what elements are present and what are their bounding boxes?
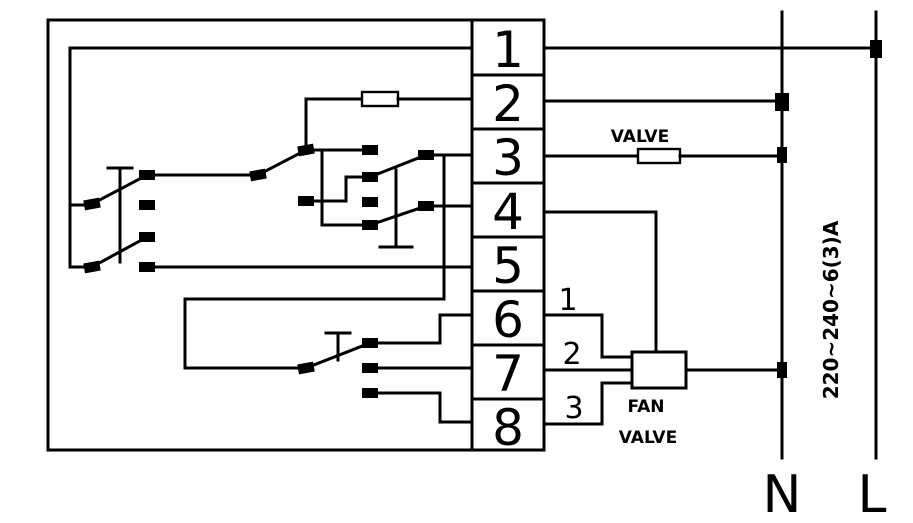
fan-box [630,350,688,390]
internal-wire-t1 [68,46,474,269]
live-label: L [858,465,887,523]
internal-wire-loop [183,153,446,370]
relay-switch-right [298,145,474,249]
valve-resistor [636,147,682,165]
fan-wire-2-label: 2 [562,337,581,372]
fan-wire-1-label: 1 [558,283,577,318]
terminal-4-label: 4 [492,183,524,241]
fan-wire-3-label: 3 [564,391,583,426]
external-wire-t4 [542,210,658,354]
neutral-label: N [763,465,802,523]
terminal-8-label: 8 [492,399,524,457]
terminal-1-label: 1 [492,21,524,79]
fan-wire-3 [542,381,634,426]
terminal-3-label: 3 [492,129,524,187]
terminal-7-label: 7 [492,345,524,403]
valve-label: VALVE [611,127,669,147]
fan-valve-label: VALVE [619,428,677,448]
fan-label: FAN [627,397,664,417]
terminal-2-label: 2 [492,75,524,133]
fan-wire-1 [542,313,634,359]
terminal-5-label: 5 [492,237,524,295]
terminal-6-label: 6 [492,291,524,349]
terminal-block [470,18,546,452]
resistor-t2 [360,90,400,108]
voltage-label: 220~240~6(3)A [819,220,843,399]
fan-speed-switch [297,313,474,424]
mode-switch [68,166,155,274]
enclosure-box [46,18,546,452]
